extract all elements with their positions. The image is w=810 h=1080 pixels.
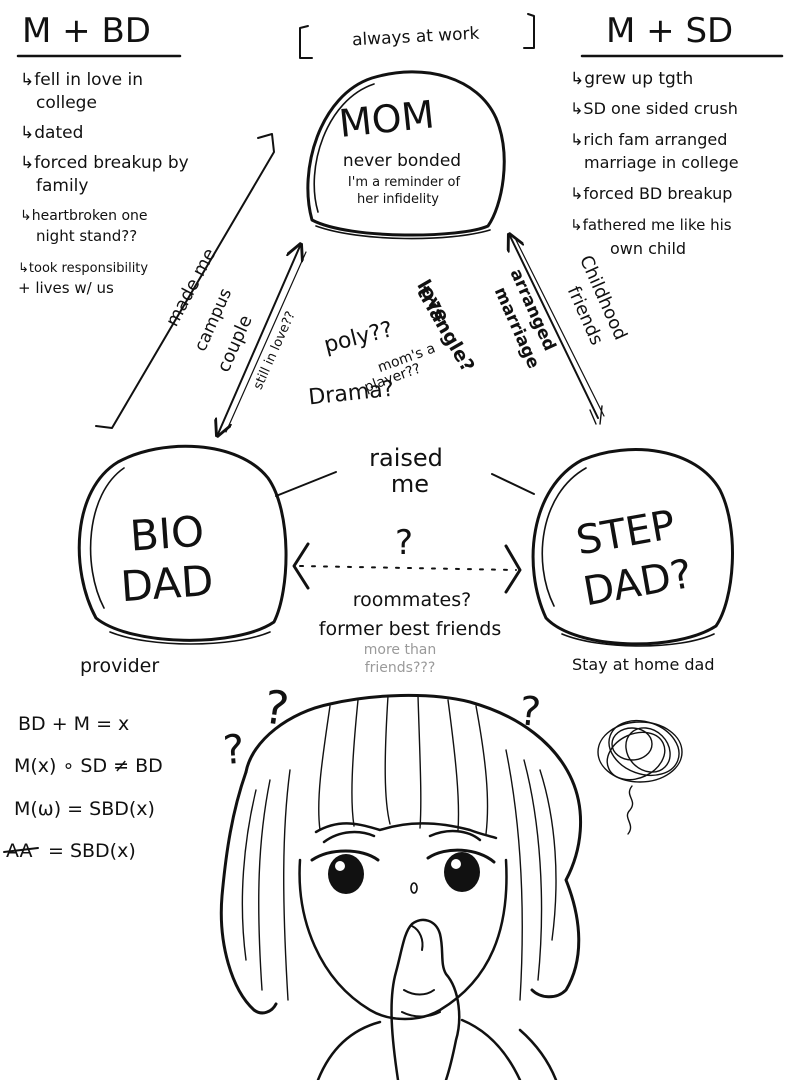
- dad-question-mark: ?: [395, 523, 413, 563]
- mom-banner: always at work: [352, 24, 480, 51]
- step-dad-head-sketch: [541, 467, 587, 607]
- mom-note: her infidelity: [357, 192, 439, 207]
- center-speculations: poly?? love triangle? mom's a player?? D…: [307, 276, 478, 410]
- left-item: + lives w/ us: [18, 279, 114, 297]
- left-item: ↳took responsibility: [18, 261, 148, 276]
- hand-knuckles: [401, 989, 441, 1018]
- left-item: night stand??: [36, 227, 137, 245]
- bio-dad-head-outline: [77, 444, 288, 642]
- equation-2: M(x) ∘ SD ≠ BD: [14, 755, 163, 777]
- thought-question-mark: ?: [221, 727, 245, 774]
- mom-head-sketch: [315, 225, 491, 240]
- arranged-marriage-arrow-sketch: [515, 239, 605, 417]
- arranged-marriage-arrow: [510, 236, 599, 419]
- raised-me-line-right: [491, 473, 535, 495]
- right-item: ↳rich fam arranged: [570, 130, 727, 149]
- bio-dad-label-line-2: DAD: [119, 556, 215, 611]
- mom-note: I'm a reminder of: [348, 175, 461, 190]
- bio-dad-node: BIO DAD provider: [77, 444, 288, 677]
- right-item: ↳fathered me like his: [570, 216, 732, 234]
- left-item: family: [36, 176, 88, 196]
- right-panel-title: M + SD: [606, 11, 733, 51]
- right-eyebrow: [428, 829, 482, 842]
- poly-label: poly??: [321, 317, 395, 358]
- right-item: ↳forced BD breakup: [570, 184, 732, 203]
- shoulder-strap: [518, 1028, 558, 1080]
- character-illustration: ? ? ?: [219, 679, 683, 1080]
- left-item: ↳dated: [20, 123, 83, 143]
- drama-label: Drama?: [307, 377, 395, 411]
- right-eye: [426, 848, 496, 892]
- roommates-label: roommates?: [353, 589, 471, 611]
- equations: BD + M = x M(x) ∘ SD ≠ BD M(ω) = SBD(x) …: [3, 713, 163, 862]
- equation-3: M(ω) = SBD(x): [14, 798, 155, 820]
- right-panel: M + SD ↳grew up tgth ↳SD one sided crush…: [570, 11, 784, 258]
- hair-left-side: [219, 770, 278, 1015]
- left-panel-title: M + BD: [22, 11, 151, 51]
- hair-strands: [241, 769, 291, 1001]
- left-panel: M + BD ↳fell in love in college ↳dated ↳…: [16, 11, 189, 297]
- bio-dad-head-sketch: [89, 467, 125, 609]
- more-than-label-2: friends???: [365, 660, 436, 676]
- mom-head-outline: [306, 70, 506, 237]
- right-item: ↳grew up tgth: [570, 69, 693, 89]
- love-label-2: triangle?: [412, 282, 479, 376]
- step-dad-head-outline: [531, 448, 734, 646]
- step-dad-head-sketch: [561, 633, 715, 647]
- collar-right: [460, 1018, 522, 1080]
- bio-dad-label-line-1: BIO: [128, 507, 206, 561]
- right-item: ↳SD one sided crush: [570, 99, 738, 118]
- equation-strike: [3, 847, 39, 853]
- best-friends-label: former best friends: [319, 618, 501, 640]
- dad-connector-dashed: [299, 565, 517, 571]
- bio-dad-head-sketch: [109, 631, 271, 645]
- bio-dad-caption: provider: [80, 655, 159, 677]
- left-item: ↳fell in love in: [20, 70, 143, 90]
- raised-me-label-1: raised: [369, 444, 443, 472]
- mom-head-sketch: [313, 83, 375, 213]
- campus-couple-arrow: [218, 246, 300, 434]
- scribble-icon: [597, 719, 683, 835]
- mom-node: always at work MOM never bonded I'm a re…: [299, 13, 535, 240]
- campus-couple-arrow-sketch: [225, 251, 307, 433]
- left-item: college: [36, 93, 97, 113]
- left-item: ↳forced breakup by: [20, 153, 189, 173]
- banner-bracket-right: [523, 13, 535, 49]
- finger-line: [411, 925, 424, 951]
- hand-outline: [390, 918, 461, 1080]
- bangs-edge: [314, 822, 498, 840]
- right-item: marriage in college: [584, 153, 739, 172]
- step-dad-caption: Stay at home dad: [572, 655, 715, 674]
- step-dad-node: STEP DAD? Stay at home dad: [531, 448, 734, 674]
- arrow-tail-ticks: [589, 405, 603, 425]
- equation-1: BD + M = x: [18, 713, 129, 735]
- hair-strands: [505, 749, 557, 1001]
- left-item: ↳heartbroken one: [20, 208, 148, 224]
- right-item: own child: [610, 239, 686, 258]
- mom-note: never bonded: [343, 151, 461, 171]
- raised-me-line-left: [275, 471, 337, 497]
- equation-4: = SBD(x): [48, 840, 136, 862]
- bangs-strands: [318, 695, 489, 835]
- more-than-label-1: more than: [364, 642, 437, 658]
- banner-bracket-left: [299, 25, 313, 59]
- mom-label: MOM: [337, 92, 437, 146]
- collar-left: [316, 1020, 382, 1080]
- left-eyebrow: [322, 830, 376, 844]
- dad-connector-arrow-left: [292, 542, 310, 590]
- hair-outline: [244, 693, 582, 999]
- nose: [410, 882, 418, 894]
- raised-me-label-2: me: [391, 470, 429, 498]
- made-me-bracket: [95, 133, 275, 429]
- left-eye: [310, 849, 380, 894]
- face-outline: [298, 858, 508, 1021]
- dad-connector-arrow-right: [504, 544, 522, 594]
